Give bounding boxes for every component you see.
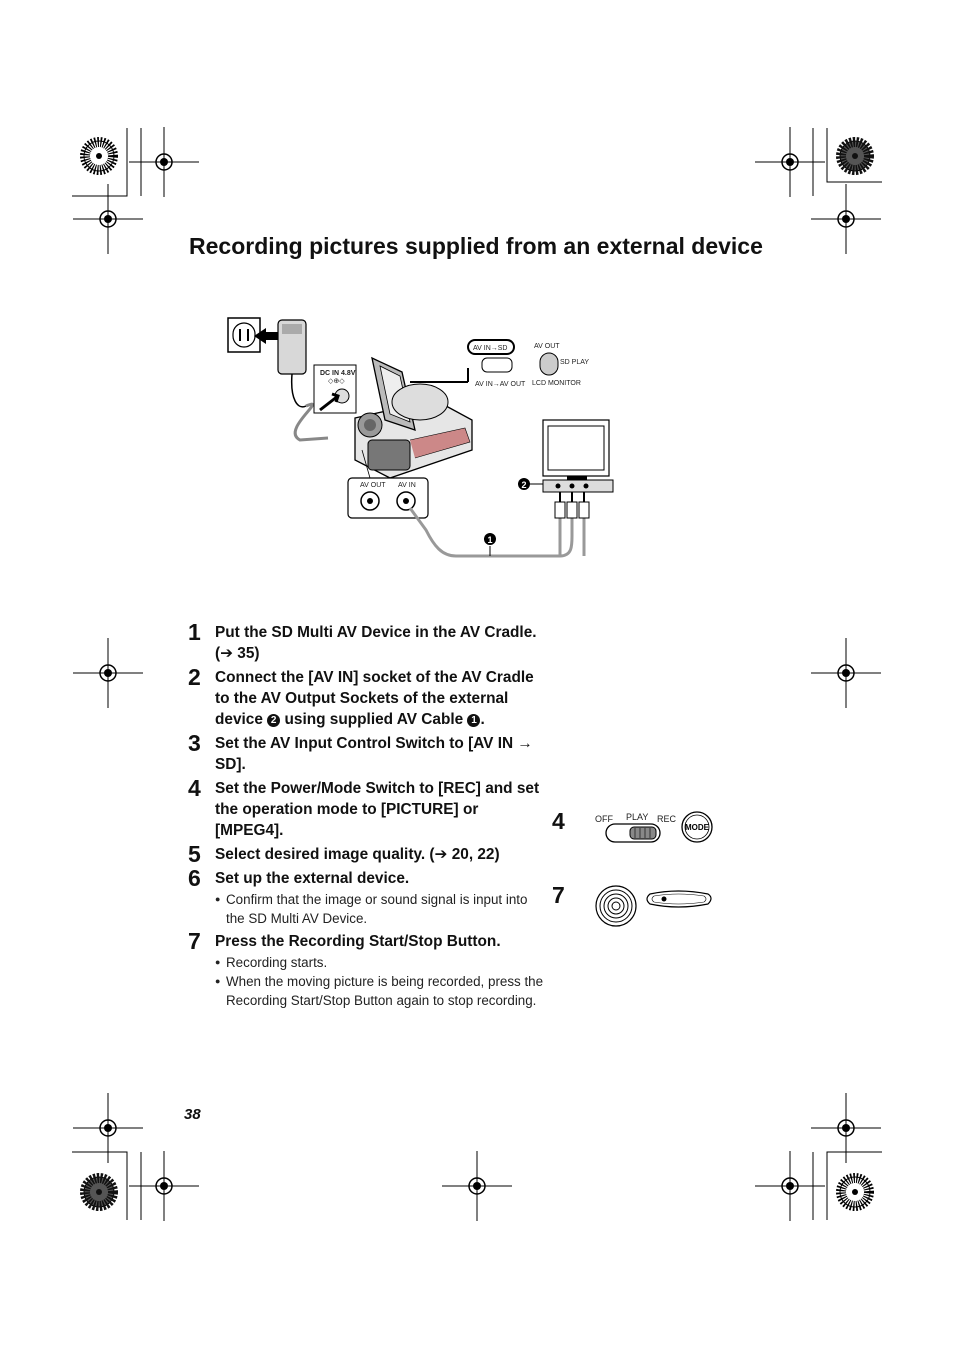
svg-text:◇⊕◇: ◇⊕◇ <box>328 378 345 385</box>
svg-text:SD PLAY: SD PLAY <box>560 359 589 366</box>
step-4: 4 Set the Power/Mode Switch to [REC] and… <box>188 775 548 841</box>
svg-text:AV IN→AV OUT: AV IN→AV OUT <box>475 381 526 388</box>
av-cradle-icon <box>354 356 473 479</box>
step-text: Connect the [AV IN] socket of the AV Cra… <box>215 669 534 728</box>
side-step-7-number: 7 <box>552 882 565 908</box>
step-text: Press the Recording Start/Stop Button. <box>215 933 501 950</box>
svg-text:MODE: MODE <box>685 823 710 832</box>
step-7: 7 Press the Recording Start/Stop Button.… <box>188 928 548 1010</box>
step-list: 1 Put the SD Multi AV Device in the AV C… <box>188 619 548 1013</box>
page-title: Recording pictures supplied from an exte… <box>189 233 763 259</box>
av-input-switch-inset: AV IN→SD AV IN→AV OUT AV OUT SD PLAY LCD… <box>410 339 589 388</box>
note-item: Confirm that the image or sound signal i… <box>215 890 548 928</box>
power-mode-switch-illustration: OFF PLAY REC MODE <box>595 811 713 843</box>
step-notes: Confirm that the image or sound signal i… <box>215 890 548 928</box>
step-text: Put the SD Multi AV Device in the AV Cra… <box>215 624 537 662</box>
svg-text:OFF: OFF <box>595 814 613 824</box>
step-text: Select desired image quality. (➔ 20, 22) <box>215 846 500 863</box>
step-number: 2 <box>188 664 201 690</box>
step-notes: Recording starts. When the moving pictur… <box>215 953 548 1010</box>
svg-text:1: 1 <box>487 535 492 545</box>
wall-outlet-icon <box>227 317 261 353</box>
step-text: Set the AV Input Control Switch to [AV I… <box>215 735 533 773</box>
page-number: 38 <box>184 1106 201 1123</box>
rca-plugs-icon <box>554 492 590 519</box>
note-item: Recording starts. <box>215 953 548 972</box>
svg-text:AV OUT: AV OUT <box>534 343 560 350</box>
av-socket-inset: AV OUT AV IN <box>347 449 429 519</box>
step-text: Set up the external device. <box>215 870 410 887</box>
step-2: 2 Connect the [AV IN] socket of the AV C… <box>188 664 548 730</box>
svg-text:REC: REC <box>657 814 677 824</box>
dc-in-inset: DC IN 4.8V ◇⊕◇ <box>313 364 357 414</box>
step-number: 3 <box>188 730 201 756</box>
step-1: 1 Put the SD Multi AV Device in the AV C… <box>188 619 548 664</box>
external-device-icon <box>542 419 614 493</box>
step-number: 7 <box>188 928 201 954</box>
svg-text:PLAY: PLAY <box>626 812 648 822</box>
step-6: 6 Set up the external device. Confirm th… <box>188 865 548 928</box>
step-text: Set the Power/Mode Switch to [REC] and s… <box>215 780 540 839</box>
step-number: 6 <box>188 865 201 891</box>
svg-text:LCD MONITOR: LCD MONITOR <box>532 380 581 387</box>
record-button-illustration <box>595 885 712 927</box>
step-3: 3 Set the AV Input Control Switch to [AV… <box>188 730 548 775</box>
ac-adapter-icon <box>277 319 329 442</box>
step-number: 1 <box>188 619 201 645</box>
plug-arrow-icon <box>254 328 278 344</box>
step-number: 5 <box>188 841 201 867</box>
step-5: 5 Select desired image quality. (➔ 20, 2… <box>188 841 548 867</box>
av-cable <box>408 507 574 558</box>
connection-diagram: DC IN 4.8V ◇⊕◇ AV IN→SD AV IN→AV OUT AV … <box>227 317 614 558</box>
step-number: 4 <box>188 775 201 801</box>
svg-text:AV OUT: AV OUT <box>360 482 386 489</box>
side-step-4-number: 4 <box>552 808 565 834</box>
note-item: When the moving picture is being recorde… <box>215 972 548 1010</box>
marker-1-icon: 1 <box>467 714 481 727</box>
svg-text:2: 2 <box>521 480 526 490</box>
marker-2-icon: 2 <box>267 714 281 727</box>
svg-text:AV IN→SD: AV IN→SD <box>473 345 508 352</box>
svg-text:DC IN 4.8V: DC IN 4.8V <box>320 370 356 377</box>
svg-text:AV IN: AV IN <box>398 482 416 489</box>
